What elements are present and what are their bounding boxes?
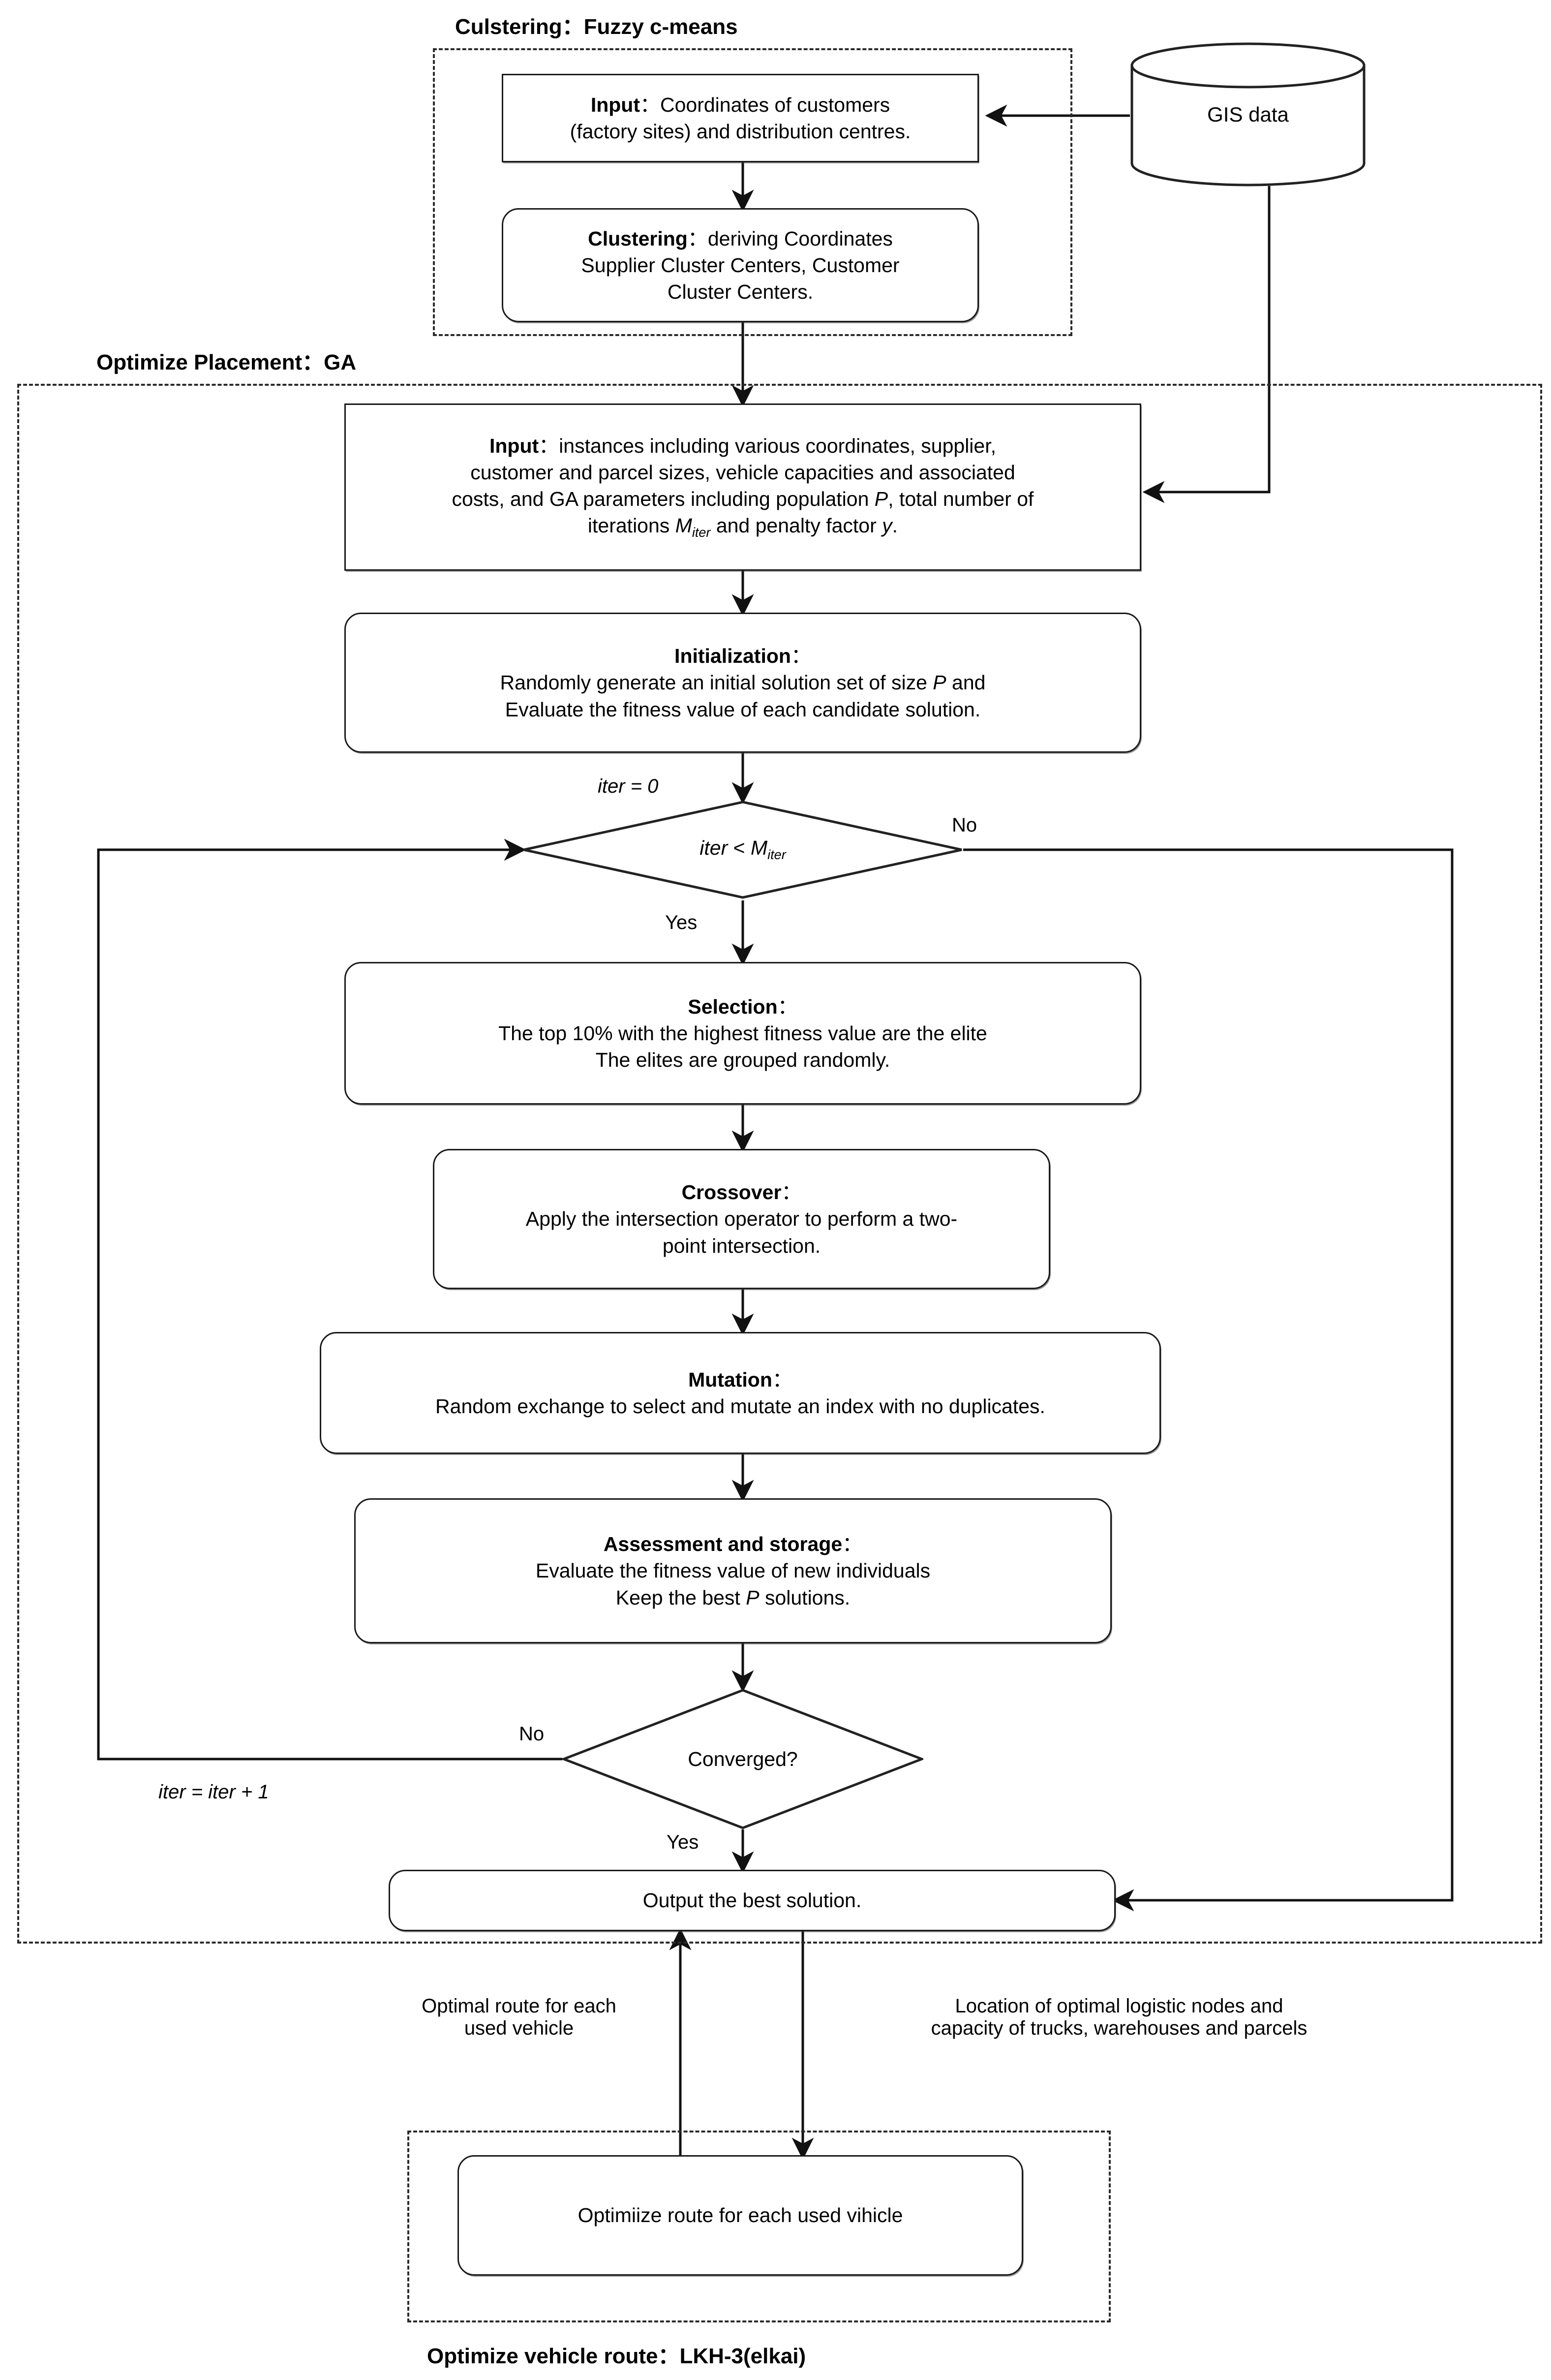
mutation-bold: Mutation — [688, 1368, 772, 1391]
edge-label-converged-no: No — [519, 1723, 545, 1745]
crossover-bold: Crossover — [681, 1181, 782, 1204]
group-ga-title: Optimize Placement：GA — [96, 350, 357, 374]
route-label: Optimiize route for each used vihicle — [578, 2204, 903, 2227]
location-line2: capacity of trucks, warehouses and parce… — [931, 2017, 1308, 2039]
node-output[interactable]: Output the best solution. — [389, 1870, 1116, 1931]
ga-input-miter-subscript: iter — [692, 525, 711, 540]
assessment-line2a: Keep the best — [615, 1586, 746, 1609]
node-clustering[interactable]: Clustering：deriving Coordinates Supplier… — [502, 208, 979, 322]
selection-line1: The top 10% with the highest fitness val… — [498, 1021, 987, 1045]
diamond-shape — [562, 1689, 923, 1829]
ga-input-line3a: costs, and GA parameters including popul… — [452, 488, 875, 511]
cluster-input-sep: ： — [640, 93, 661, 116]
clustering-line1: deriving Coordinates — [707, 227, 893, 250]
clustering-line3: Cluster Centers. — [667, 280, 814, 304]
initialization-bold: Initialization — [674, 645, 791, 668]
node-selection[interactable]: Selection： The top 10% with the highest … — [344, 962, 1141, 1105]
mutation-sep: ： — [772, 1368, 792, 1391]
ga-input-line1: instances including various coordinates,… — [559, 434, 997, 457]
initialization-line1b: and — [946, 671, 986, 694]
diamond-shape — [522, 801, 963, 899]
clustering-sep: ： — [687, 227, 708, 250]
optimal-route-line2: used vehicle — [464, 2017, 574, 2039]
initialization-line2: Evaluate the fitness value of each candi… — [505, 698, 981, 721]
iter-check-msub: iter — [767, 847, 786, 863]
database-icon — [1130, 42, 1366, 186]
ga-input-sep: ： — [539, 434, 559, 457]
converged-label: Converged? — [688, 1747, 798, 1770]
edge-label-location-capacity: Location of optimal logistic nodes and c… — [931, 1995, 1308, 2040]
iter-check-op: < — [728, 836, 751, 860]
assessment-line2b: solutions. — [759, 1586, 851, 1609]
cluster-input-line1: Coordinates of customers — [660, 93, 890, 116]
cluster-input-line2: (factory sites) and distribution centres… — [570, 120, 911, 143]
assessment-line1: Evaluate the fitness value of new indivi… — [535, 1559, 931, 1582]
selection-bold: Selection — [688, 995, 778, 1018]
node-cluster-input[interactable]: Input：Coordinates of customers (factory … — [502, 74, 979, 162]
node-route[interactable]: Optimiize route for each used vihicle — [457, 2155, 1023, 2276]
node-mutation[interactable]: Mutation： Random exchange to select and … — [320, 1332, 1161, 1454]
location-line1: Location of optimal logistic nodes and — [955, 1995, 1283, 2017]
clustering-bold: Clustering — [588, 227, 688, 250]
selection-line2: The elites are grouped randomly. — [595, 1049, 890, 1072]
assessment-bold: Assessment and storage — [603, 1533, 843, 1556]
initialization-sep: ： — [791, 645, 811, 668]
decision-iter-check[interactable]: iter < Miter — [522, 801, 963, 899]
group-ga — [17, 384, 1542, 1944]
initialization-line1a: Randomly generate an initial solution se… — [500, 671, 933, 694]
mutation-line1: Random exchange to select and mutate an … — [435, 1395, 1045, 1418]
group-lkh-title: Optimize vehicle route：LKH-3(elkai) — [427, 2344, 806, 2368]
iter-zero-a: iter — [598, 775, 625, 797]
iter-inc-b: = — [185, 1781, 209, 1803]
crossover-line2: point intersection. — [662, 1234, 821, 1257]
ga-input-line4a: iterations — [587, 514, 675, 537]
iter-check-m: M — [750, 836, 768, 860]
gis-data-label: GIS data — [1207, 102, 1289, 126]
decision-converged[interactable]: Converged? — [562, 1689, 923, 1829]
iter-check-left: iter — [699, 836, 728, 860]
cluster-input-bold: Input — [590, 93, 640, 116]
node-assessment[interactable]: Assessment and storage： Evaluate the fit… — [354, 1498, 1112, 1643]
ga-input-line2: customer and parcel sizes, vehicle capac… — [470, 461, 1015, 484]
edge-label-iter-no: No — [952, 814, 977, 836]
ga-input-line4b: and penalty factor — [710, 514, 882, 537]
ga-input-line3b: , total number of — [888, 488, 1034, 511]
edge-label-iter-increment: iter = iter + 1 — [158, 1781, 269, 1803]
iter-zero-b: = 0 — [625, 775, 659, 797]
group-clustering — [433, 48, 1072, 336]
assessment-sep: ： — [842, 1533, 863, 1556]
iter-inc-c: iter — [208, 1781, 236, 1803]
node-crossover[interactable]: Crossover： Apply the intersection operat… — [433, 1149, 1050, 1289]
crossover-line1: Apply the intersection operator to perfo… — [525, 1207, 958, 1231]
initialization-population-symbol: P — [933, 671, 946, 694]
ga-input-line4c: . — [892, 514, 898, 537]
output-label: Output the best solution. — [642, 1889, 862, 1912]
crossover-sep: ： — [781, 1181, 802, 1204]
edge-label-converged-yes: Yes — [667, 1831, 699, 1853]
clustering-line2: Supplier Cluster Centers, Customer — [581, 253, 900, 277]
iter-inc-a: iter — [158, 1781, 186, 1803]
node-ga-input[interactable]: Input：instances including various coordi… — [344, 403, 1141, 571]
node-initialization[interactable]: Initialization： Randomly generate an ini… — [344, 613, 1141, 753]
ga-input-population-symbol: P — [874, 488, 888, 511]
group-lkh — [407, 2131, 1111, 2322]
edge-label-iter-yes: Yes — [665, 912, 698, 933]
edge-label-iter-zero: iter = 0 — [598, 775, 658, 798]
edge-label-optimal-route: Optimal route for each used vehicle — [422, 1995, 616, 2040]
ga-input-penalty-symbol: y — [882, 514, 892, 537]
optimal-route-line1: Optimal route for each — [422, 1995, 616, 2017]
ga-input-miter-symbol: M — [675, 514, 692, 537]
assessment-population-symbol: P — [746, 1586, 760, 1609]
selection-sep: ： — [777, 995, 798, 1018]
node-gis-data[interactable]: GIS data — [1130, 42, 1366, 187]
group-clustering-title: Culstering：Fuzzy c-means — [455, 15, 738, 39]
iter-inc-d: + 1 — [235, 1781, 269, 1803]
ga-input-bold: Input — [489, 434, 539, 457]
